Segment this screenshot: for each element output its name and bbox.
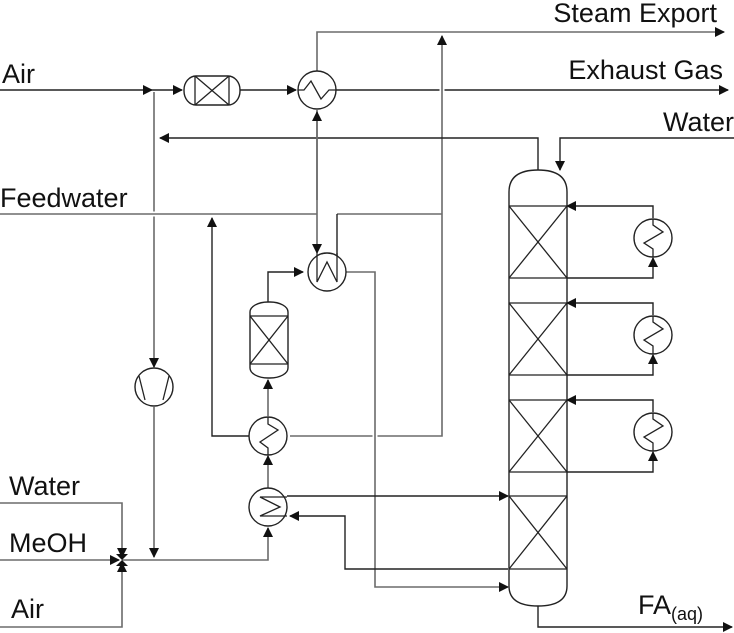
steam-generator [307, 252, 347, 292]
packed-section-2 [508, 302, 568, 376]
stream-water-bottom [0, 502, 127, 558]
mixer [116, 554, 128, 566]
label-product-fa-sub: (aq) [671, 604, 703, 624]
label-product-fa-main: FA [638, 590, 671, 620]
label-air-top: Air [2, 59, 35, 89]
intercooler-loop-1 [566, 201, 658, 279]
superheater [248, 416, 288, 456]
intercooler-loop-3 [566, 395, 658, 473]
blower [134, 367, 174, 407]
label-feedwater: Feedwater [0, 183, 128, 213]
reactor [249, 301, 289, 379]
intercooler-2 [633, 315, 673, 355]
label-exhaust-gas: Exhaust Gas [568, 55, 723, 85]
stream-steamgen-to-column [337, 271, 509, 592]
stream-column-to-preheater [289, 511, 508, 570]
label-product-fa: FA(aq) [638, 590, 703, 624]
stream-column-offgas [159, 133, 539, 174]
intercooler-3 [633, 412, 673, 452]
stream-air-bottom [0, 562, 127, 628]
label-steam-export: Steam Export [553, 0, 717, 28]
packed-section-4 [508, 495, 568, 570]
stream-mixer-to-preheater [122, 527, 273, 561]
stream-product-fa [537, 604, 733, 632]
intercooler-1 [633, 218, 673, 258]
label-air-bottom: Air [11, 594, 44, 624]
exhaust-heat-exchanger [297, 70, 337, 110]
intercooler-loop-2 [566, 298, 658, 376]
feed-preheater [248, 487, 288, 527]
stream-water-top [555, 137, 734, 171]
catalytic-combustor [183, 75, 241, 106]
label-water-top: Water [663, 107, 734, 137]
stream-superheater-loop [207, 217, 250, 437]
absorption-column [508, 169, 568, 607]
stream-steam-export [316, 27, 725, 71]
label-water-bottom: Water [9, 471, 80, 501]
stream-reactor-to-steamgen [267, 267, 304, 304]
packed-section-3 [508, 399, 568, 473]
packed-section-1 [508, 205, 568, 279]
label-meoh: MeOH [9, 528, 87, 558]
